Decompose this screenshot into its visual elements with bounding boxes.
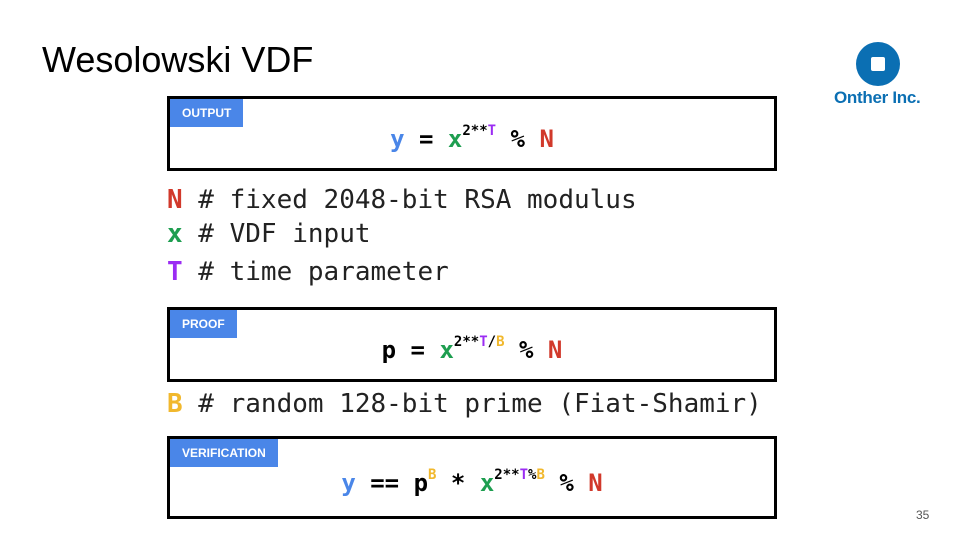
verification-var-p: p bbox=[413, 469, 429, 497]
verification-p-exponent: B bbox=[428, 467, 436, 483]
verification-mod: % bbox=[544, 469, 589, 497]
note-x-text: # VDF input bbox=[182, 219, 371, 249]
verification-p-exp-B: B bbox=[428, 467, 437, 483]
output-label: OUTPUT bbox=[170, 99, 244, 127]
output-var-y: y bbox=[390, 125, 405, 153]
output-var-N: N bbox=[539, 125, 554, 153]
proof-var-N: N bbox=[547, 336, 563, 364]
verification-var-N: N bbox=[588, 469, 603, 497]
note-N-text: # fixed 2048-bit RSA modulus bbox=[182, 185, 637, 215]
note-T-symbol: T bbox=[167, 257, 183, 287]
page-number: 35 bbox=[916, 508, 930, 522]
proof-exp-slash: / bbox=[487, 334, 497, 350]
output-exponent: 2**T bbox=[462, 123, 496, 139]
verification-formula: y == pB * x2**T%B % N bbox=[170, 468, 774, 497]
note-T-text: # time parameter bbox=[182, 257, 449, 287]
output-mod: % bbox=[496, 125, 540, 153]
logo-text: Onther Inc. bbox=[834, 88, 921, 107]
output-var-x: x bbox=[447, 125, 463, 153]
proof-mod: % bbox=[504, 336, 548, 364]
slide-title: Wesolowski VDF bbox=[42, 39, 314, 80]
verification-exp-B: B bbox=[536, 467, 545, 483]
note-N: N # fixed 2048-bit RSA modulus bbox=[167, 187, 637, 213]
proof-exp-B: B bbox=[496, 334, 505, 350]
output-exp-prefix: 2** bbox=[462, 123, 488, 139]
output-exp-T: T bbox=[487, 123, 497, 139]
verification-x-exponent: 2**T%B bbox=[494, 467, 545, 483]
verification-times: * bbox=[436, 469, 480, 497]
logo-square bbox=[871, 57, 885, 71]
note-T: T # time parameter bbox=[167, 259, 449, 285]
note-B-text: # random 128-bit prime (Fiat-Shamir) bbox=[182, 389, 762, 419]
proof-exp-T: T bbox=[479, 334, 488, 350]
verification-var-x: x bbox=[479, 469, 495, 497]
verification-var-y: y bbox=[341, 469, 356, 497]
proof-equals: = bbox=[396, 336, 440, 364]
onther-logo-icon bbox=[856, 42, 900, 86]
proof-var-x: x bbox=[439, 336, 454, 364]
proof-exponent: 2**T/B bbox=[454, 334, 505, 350]
output-formula-box: OUTPUT y = x2**T % N bbox=[167, 96, 777, 171]
output-formula: y = x2**T % N bbox=[170, 124, 774, 153]
note-B: B # random 128-bit prime (Fiat-Shamir) bbox=[167, 391, 762, 417]
verification-label: VERIFICATION bbox=[170, 439, 278, 467]
verification-exp-prefix: 2** bbox=[494, 467, 520, 483]
verification-exp-pct: % bbox=[528, 467, 537, 483]
proof-var-p: p bbox=[381, 336, 397, 364]
proof-label: PROOF bbox=[170, 310, 237, 338]
proof-exp-prefix: 2** bbox=[453, 334, 480, 350]
note-x-symbol: x bbox=[167, 219, 183, 249]
output-equals: = bbox=[404, 125, 448, 153]
note-x: x # VDF input bbox=[167, 221, 371, 247]
verification-exp-T: T bbox=[519, 467, 528, 483]
company-logo: Onther Inc. bbox=[832, 42, 932, 112]
note-N-symbol: N bbox=[167, 185, 183, 215]
note-B-symbol: B bbox=[167, 389, 183, 419]
verification-eqeq: == bbox=[355, 469, 414, 497]
proof-formula-box: PROOF p = x2**T/B % N bbox=[167, 307, 777, 382]
verification-formula-box: VERIFICATION y == pB * x2**T%B % N bbox=[167, 436, 777, 519]
proof-formula: p = x2**T/B % N bbox=[170, 335, 774, 364]
